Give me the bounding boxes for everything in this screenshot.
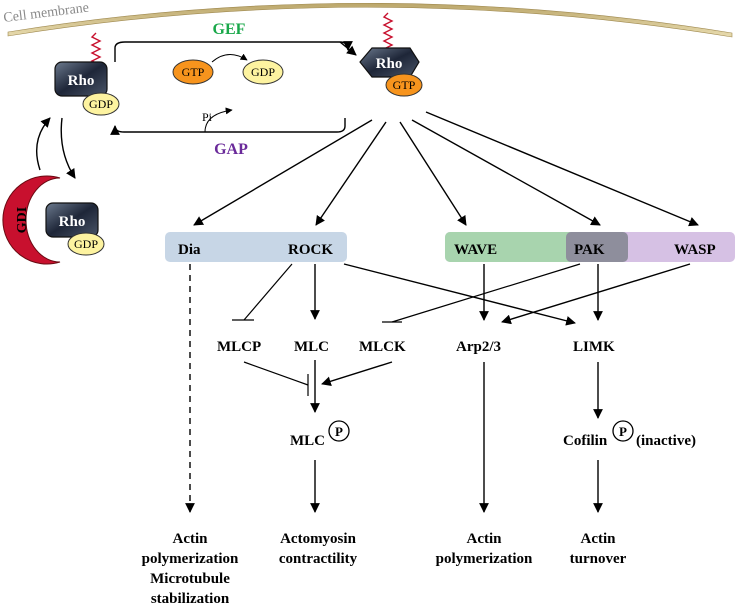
mlck-label: MLCK xyxy=(359,339,406,355)
gap-arrow xyxy=(110,118,346,135)
pak-bar xyxy=(566,232,628,262)
mlcp-label: MLCP xyxy=(217,339,261,355)
outcome-dia-line3: Microtubule xyxy=(150,571,230,587)
outcome-acto-line1: Actomyosin xyxy=(280,531,356,547)
dia-rock-bar xyxy=(165,232,347,262)
pak-label: PAK xyxy=(574,242,605,258)
rho-gtp-hexagon xyxy=(359,47,420,78)
outcome-poly-line1: Actin xyxy=(467,531,503,547)
gdi-release-arrow xyxy=(36,117,51,171)
wave-bar xyxy=(445,232,575,262)
rock-inhibits-mlcp xyxy=(243,263,293,321)
rock-to-limk xyxy=(343,263,576,326)
outcome-acto-line2: contractility xyxy=(279,551,358,567)
wave-label: WAVE xyxy=(454,242,497,258)
pak-inhibits-mlck xyxy=(391,263,581,323)
outcome-turn-line1: Actin xyxy=(581,531,617,547)
gef-arrow-head-line xyxy=(339,41,357,56)
pi-label: Pi xyxy=(202,110,213,124)
gtp-active-label: GTP xyxy=(393,78,416,92)
arrow-to-wave xyxy=(399,121,467,226)
arrow-to-pak xyxy=(411,119,601,226)
gdp-exchange-label: GDP xyxy=(251,65,275,79)
phospho-circle-mlc xyxy=(328,420,350,442)
arrow-to-dia xyxy=(193,119,373,226)
gdp-gdi-label: GDP xyxy=(74,237,98,251)
outcome-poly-line2: polymerization xyxy=(436,551,533,567)
rho-gdp-box xyxy=(54,61,108,97)
rho-active-label: Rho xyxy=(376,56,403,72)
outcome-dia-line4: stabilization xyxy=(151,591,230,607)
inactive-label: (inactive) xyxy=(636,433,696,449)
cofilin-label: Cofilin xyxy=(563,433,608,449)
limk-label: LIMK xyxy=(573,339,615,355)
phospho-p-cofilin: P xyxy=(619,424,627,439)
gdp-oval-gdi xyxy=(67,232,105,256)
outcome-dia-line1: Actin xyxy=(173,531,209,547)
wasp-label: WASP xyxy=(674,242,716,258)
gdi-label: GDI xyxy=(15,207,30,233)
gdi-extraction-arrow xyxy=(60,117,76,179)
gtp-oval-active xyxy=(385,73,423,97)
gtp-exchange-label: GTP xyxy=(182,65,205,79)
gtp-oval-exchange xyxy=(172,59,214,85)
gef-label: GEF xyxy=(213,21,246,38)
arrow-to-wasp xyxy=(425,111,699,227)
rho-gdi-label: Rho xyxy=(59,214,86,230)
exchange-curve-arrow xyxy=(211,53,248,63)
mlcp-phospho-label: MLC xyxy=(290,433,325,449)
mlcp-inhibits-phos xyxy=(243,361,309,386)
gdp-oval-exchange xyxy=(242,59,284,85)
rock-label: ROCK xyxy=(288,242,333,258)
arp-label: Arp2/3 xyxy=(456,339,501,355)
gap-label: GAP xyxy=(214,141,248,158)
mlc-label: MLC xyxy=(294,339,329,355)
pi-curve xyxy=(204,107,233,133)
rho-label: Rho xyxy=(68,73,95,89)
gdp-oval xyxy=(82,92,120,116)
outcome-turn-line2: turnover xyxy=(570,551,627,567)
gdp-label: GDP xyxy=(89,97,113,111)
dia-label: Dia xyxy=(178,242,201,258)
gdi-crescent xyxy=(2,175,61,265)
mlck-to-phos xyxy=(321,361,393,387)
gef-arrow xyxy=(114,41,353,62)
outcome-dia-line2: polymerization xyxy=(142,551,239,567)
arrow-to-rock xyxy=(315,121,387,226)
wasp-to-arp xyxy=(501,263,691,325)
phospho-p-mlc: P xyxy=(335,424,343,439)
cell-membrane xyxy=(7,2,733,38)
phospho-circle-cofilin xyxy=(612,420,634,442)
